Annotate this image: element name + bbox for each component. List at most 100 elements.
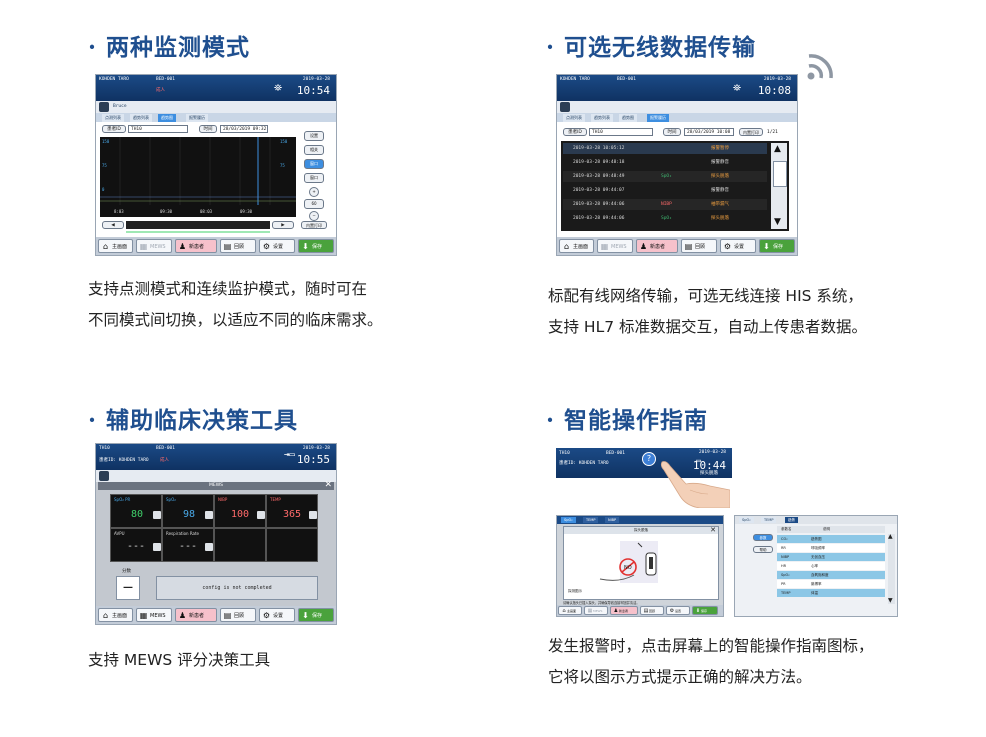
help-button[interactable]: 帮助 — [753, 546, 773, 553]
zoom-out-icon[interactable]: − — [309, 211, 319, 221]
mews-button[interactable]: ▦MEWS — [597, 239, 633, 253]
timeline-scrollbar[interactable] — [126, 221, 270, 233]
review-button[interactable]: ▤回顾 — [681, 239, 717, 253]
section-desc-smart-guide: 发生报警时，点击屏幕上的智能操作指南图标， 它将以图示方式提示正确的解决方法。 — [548, 637, 874, 686]
guide-left-bottom-bar: ⌂主画面 ▦MEWS ♟新患者 ▤回顾 ⚙设置 ⬇保存 — [557, 605, 723, 616]
scroll-up-icon[interactable]: ▲ — [888, 533, 893, 540]
alarm-indicator-icon[interactable]: ⛯ — [274, 83, 282, 94]
patient-id-field[interactable]: TH10 — [128, 125, 188, 133]
side-button-related[interactable]: 相关 — [304, 145, 324, 155]
time-button[interactable]: 时间 — [199, 125, 217, 133]
history-date: 2019-03-28 — [763, 77, 791, 82]
save-button[interactable]: ⬇保存 — [759, 239, 795, 253]
new-patient-button[interactable]: ♟新患者 — [175, 239, 217, 253]
new-patient-button[interactable]: ♟新患者 — [636, 239, 678, 253]
tab-trend-graph[interactable]: 趋势图 — [619, 114, 637, 122]
tab-alarm-history[interactable]: 报警履历 — [647, 114, 669, 122]
history-patient-bar — [557, 101, 797, 113]
new-patient-button[interactable]: ♟新患者 — [175, 608, 217, 622]
review-button[interactable]: ▤回顾 — [220, 239, 256, 253]
alarm-indicator-icon[interactable]: ⛯ — [733, 83, 741, 94]
patient-id-button[interactable]: 患者ID — [102, 125, 126, 133]
scroll-down-icon[interactable]: ▼ — [774, 217, 781, 227]
svg-text:75: 75 — [280, 163, 285, 168]
save-button[interactable]: ⬇保存 — [298, 608, 334, 622]
mews-top-bar: TH10 BED-001 患者ID: KOHDEN TARO 成人 ⇥▭ 201… — [96, 444, 336, 470]
scroll-up-icon[interactable]: ▲ — [774, 144, 781, 154]
side-button-settings[interactable]: 设置 — [304, 131, 324, 141]
print-button[interactable]: 内置打印 — [301, 221, 327, 229]
history-title-left: KOHDEN TARO — [560, 77, 590, 82]
guide-scrollbar[interactable]: ▲ ▼ — [888, 534, 895, 604]
side-button-window-2[interactable]: 窗口 — [304, 173, 324, 183]
home-icon: ⌂ — [563, 242, 570, 251]
side-button-window-1[interactable]: 窗口 — [304, 159, 324, 169]
home-button[interactable]: ⌂主画面 — [98, 239, 133, 253]
list-scrollbar[interactable]: ▲ ▼ — [771, 143, 787, 229]
save-button[interactable]: ⬇保存 — [298, 239, 334, 253]
review-button[interactable]: ▤回顾 — [220, 608, 256, 622]
battery-icon: ▭ — [696, 456, 701, 465]
print-button[interactable]: 内置打印 — [739, 128, 763, 136]
tab-trend-list[interactable]: 趋势列表 — [130, 114, 152, 122]
scroll-thumb[interactable] — [773, 161, 787, 187]
tab-trend-list[interactable]: 趋势列表 — [591, 114, 613, 122]
side-button-scale[interactable]: 60 — [304, 199, 324, 209]
mews-red-tag: 成人 — [160, 458, 169, 463]
download-icon: ⬇ — [302, 242, 309, 251]
guide-left-tabs: SpO₂ TEMP NIBP — [557, 516, 723, 524]
zoom-in-icon[interactable]: + — [309, 187, 319, 197]
settings-button[interactable]: ⚙设置 — [720, 239, 756, 253]
close-icon[interactable]: ✕ — [710, 526, 716, 534]
grid-icon: ▦ — [600, 242, 609, 251]
tab-trend-graph[interactable]: 趋势图 — [158, 114, 176, 122]
mews-button[interactable]: ▦MEWS — [136, 608, 172, 622]
guide-alert-text: 探头脱落 — [700, 471, 718, 476]
date-field[interactable]: 28/03/2019 09:32 — [220, 125, 268, 133]
date-field[interactable]: 28/03/2019 10:08 — [684, 128, 734, 136]
scroll-down-icon[interactable]: ▼ — [888, 597, 893, 604]
patient-name: Bruce — [113, 104, 127, 109]
guide-note: 请确认指头已插入探头，并确保导线连接牢固并清洁。 — [563, 601, 640, 605]
patient-avatar-icon — [560, 102, 570, 112]
section-desc-monitoring-modes: 支持点测模式和连续监护模式，随时可在 不同模式间切换，以适应不同的临床需求。 — [88, 280, 383, 329]
tab-spot-list[interactable]: 点测列表 — [102, 114, 124, 122]
smart-guide-icon[interactable]: ? — [642, 452, 656, 466]
mews-cell-nibp: NIBP 100 — [214, 494, 266, 528]
scroll-right-button[interactable]: ▶ — [272, 221, 294, 229]
settings-button[interactable]: ⚙设置 — [259, 239, 295, 253]
close-icon[interactable]: ✕ — [324, 480, 332, 490]
time-button[interactable]: 时间 — [663, 128, 681, 136]
settings-button[interactable]: ⚙设置 — [259, 608, 295, 622]
patient-id-field[interactable]: TH10 — [589, 128, 653, 136]
patient-icon: ♟ — [613, 608, 619, 614]
home-button[interactable]: ⌂主画面 — [98, 608, 133, 622]
home-button[interactable]: ⌂主画面 — [559, 239, 594, 253]
monitor-red-tag: 成人 — [156, 88, 165, 93]
page-indicator: 1/21 — [767, 130, 778, 135]
mews-patient-line: 患者ID: KOHDEN TARO — [99, 458, 149, 463]
patient-id-button[interactable]: 患者ID — [563, 128, 587, 136]
mews-button[interactable]: ▦MEWS — [136, 239, 172, 253]
scroll-left-button[interactable]: ◀ — [102, 221, 124, 229]
tab-spot-list[interactable]: 点测列表 — [563, 114, 585, 122]
tab-alarm-history[interactable]: 报警履历 — [186, 114, 208, 122]
section-desc-wireless: 标配有线网络传输，可选无线连接 HIS 系统， 支持 HL7 标准数据交互，自动… — [548, 287, 868, 336]
svg-text:150: 150 — [280, 139, 288, 144]
param-button[interactable]: 参数 — [753, 534, 773, 541]
